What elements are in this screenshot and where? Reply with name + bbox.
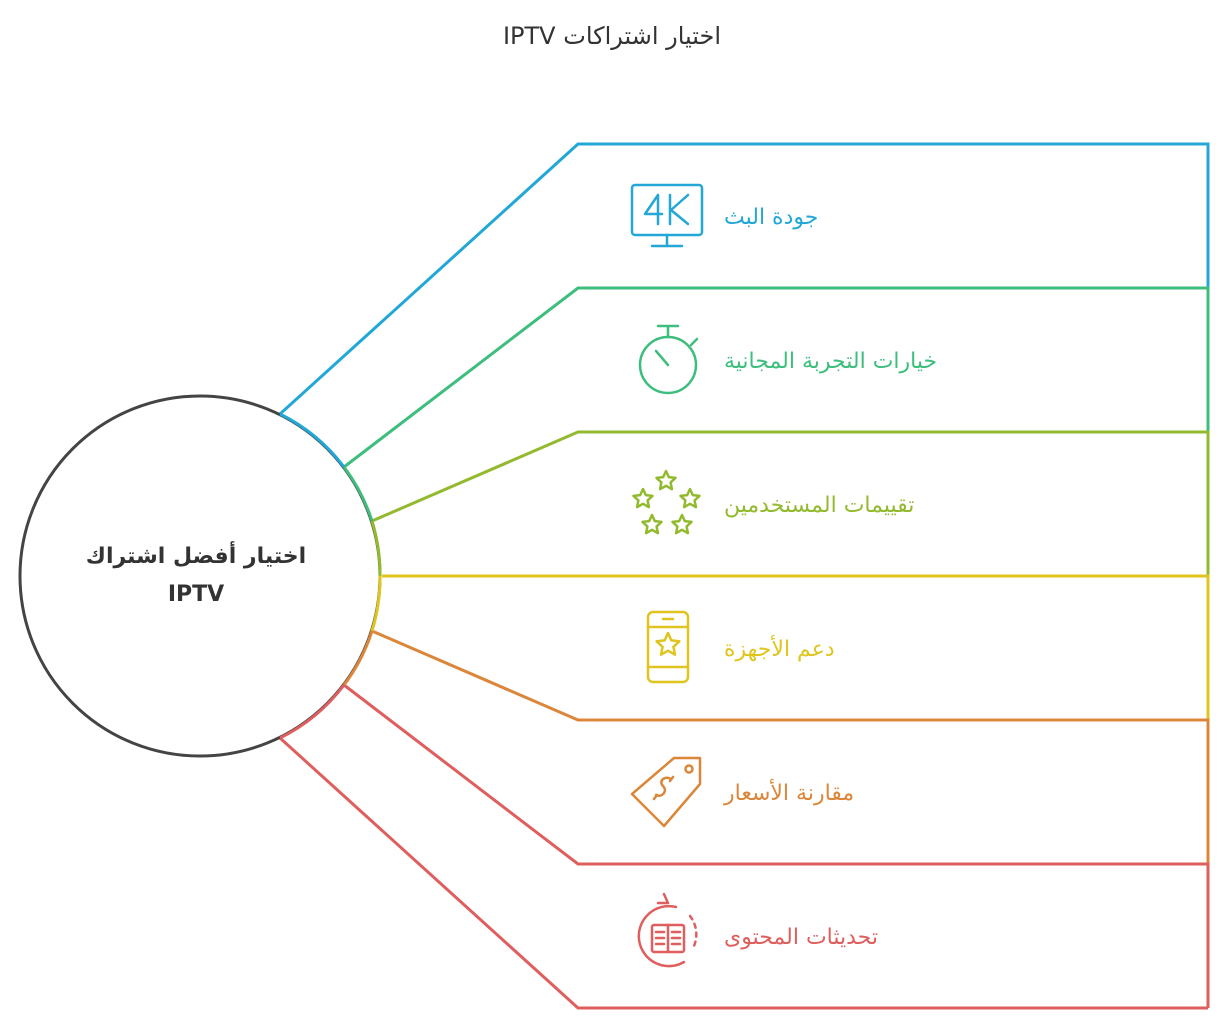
connectors — [278, 142, 1210, 1010]
connector-user-reviews — [371, 430, 1210, 576]
hub-arc-green — [342, 466, 374, 522]
connector-streaming-quality — [278, 142, 1210, 416]
smartphone-star-icon — [646, 610, 690, 684]
hub-arc-red — [279, 684, 346, 740]
label-user-reviews: تقييمات المستخدمين — [724, 493, 914, 518]
hub-arc-lime — [370, 520, 382, 577]
4k-monitor-icon — [630, 183, 704, 248]
hub-title-line1: اختيار أفضل اشتراك — [86, 540, 306, 569]
connector-content-updates — [343, 683, 1210, 1008]
stopwatch-icon — [638, 324, 699, 395]
connector-bottom-edge — [278, 736, 1208, 1010]
stars-icon — [632, 469, 701, 535]
connector-device-support — [382, 574, 1210, 720]
hub-circle — [18, 394, 382, 758]
hub-arc-orange — [342, 630, 374, 686]
label-device-support: دعم الأجهزة — [724, 635, 835, 662]
connector-price-comparison — [371, 629, 1210, 864]
diagram-title: IPTV اختيار اشتراكات — [503, 22, 721, 50]
content-update-icon — [637, 892, 698, 968]
hub-title-line2: IPTV — [168, 582, 224, 607]
hub: اختيار أفضل اشتراك IPTV — [18, 394, 382, 758]
label-free-trial: خيارات التجربة المجانية — [724, 349, 937, 374]
connector-free-trial — [343, 286, 1210, 469]
label-streaming-quality: جودة البث — [724, 205, 818, 230]
price-tag-icon — [630, 756, 702, 828]
hub-arc-yellow — [370, 575, 382, 632]
hub-arc-blue — [279, 412, 346, 468]
label-price-comparison: مقارنة الأسعار — [723, 779, 854, 806]
label-content-updates: تحديثات المحتوى — [724, 925, 878, 950]
item-labels: جودة البث خيارات التجربة المجانية تقييمات … — [723, 205, 937, 950]
